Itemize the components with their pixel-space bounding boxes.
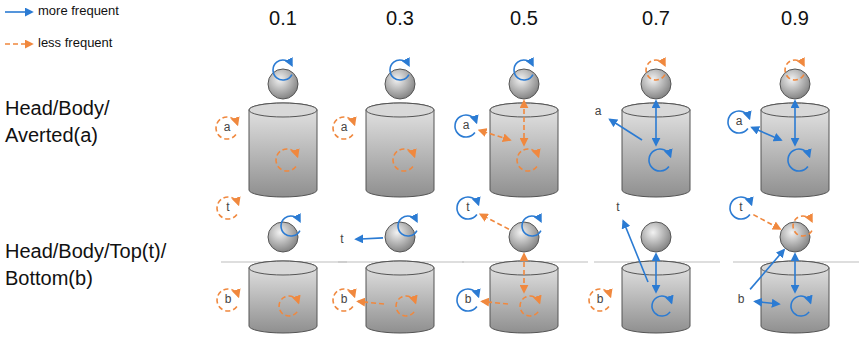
transition-arrow xyxy=(523,101,525,145)
transition-arrow xyxy=(523,254,525,292)
self-loop xyxy=(793,216,812,236)
head-circle xyxy=(641,69,671,99)
transitions xyxy=(216,60,812,316)
self-loop xyxy=(279,296,299,316)
head-circle xyxy=(385,69,415,99)
head-circle xyxy=(641,222,671,252)
head-circle xyxy=(780,222,810,252)
self-loop xyxy=(457,197,478,219)
column-value: 0.5 xyxy=(510,7,538,30)
self-loop xyxy=(791,296,811,316)
self-loop xyxy=(788,149,809,171)
self-loop xyxy=(333,117,354,139)
state-letter: a xyxy=(341,121,348,135)
legend-text: less frequent xyxy=(38,36,112,51)
body-cylinder xyxy=(249,103,317,197)
body-top xyxy=(366,261,434,275)
body-cylinder xyxy=(366,103,434,197)
transition-arrow xyxy=(755,301,779,304)
self-loop xyxy=(393,149,414,171)
head-circle xyxy=(385,222,415,252)
self-loop xyxy=(730,197,751,219)
self-loop xyxy=(217,289,238,311)
self-loop xyxy=(455,115,476,137)
self-loop xyxy=(652,296,672,316)
row-label: Head/Body/Top(t)/Bottom(b) xyxy=(5,238,175,292)
state-letter: b xyxy=(738,293,745,307)
body-cylinder xyxy=(249,261,317,333)
column-value: 0.3 xyxy=(386,7,414,30)
head-circle xyxy=(509,222,539,252)
legend-samples xyxy=(5,12,32,44)
transition-arrow xyxy=(356,238,383,239)
legend-sample xyxy=(5,11,32,13)
legend-sample xyxy=(5,43,32,45)
transition-arrow xyxy=(750,250,784,289)
transition-arrow xyxy=(753,215,780,229)
legend-text: more frequent xyxy=(38,4,119,19)
transition-arrow xyxy=(610,120,642,140)
state-letter: t xyxy=(739,201,742,215)
state-letter: b xyxy=(465,293,472,307)
body-top xyxy=(249,103,317,117)
self-loop xyxy=(520,296,540,316)
transition-arrow xyxy=(794,101,796,145)
head-circle xyxy=(780,69,810,99)
transition-arrow xyxy=(358,301,384,304)
state-letter: t xyxy=(466,201,469,215)
state-letter: t xyxy=(616,201,619,215)
state-letter: t xyxy=(340,233,343,247)
row-label: Head/Body/Averted(a) xyxy=(5,95,113,149)
self-loop xyxy=(522,216,541,236)
transition-arrow xyxy=(623,221,648,282)
self-loop xyxy=(281,216,300,236)
self-loop xyxy=(785,60,804,80)
state-letter: a xyxy=(736,115,743,129)
body-top xyxy=(249,261,317,275)
self-loop xyxy=(649,149,670,171)
column-value: 0.9 xyxy=(781,7,809,30)
self-loop xyxy=(273,60,292,80)
transition-arrow xyxy=(794,254,796,292)
column-value: 0.7 xyxy=(642,7,670,30)
self-loop xyxy=(396,296,416,316)
transition-arrow xyxy=(480,214,508,229)
body-top xyxy=(366,103,434,117)
figures xyxy=(221,69,859,333)
state-letter: a xyxy=(463,119,470,133)
self-loop xyxy=(276,149,297,171)
transition-arrow xyxy=(655,101,657,145)
state-letter: b xyxy=(341,293,348,307)
self-loop xyxy=(390,60,409,80)
transition-arrow xyxy=(482,301,508,304)
state-letter: b xyxy=(597,293,604,307)
self-loop xyxy=(589,289,610,311)
head-circle xyxy=(268,222,298,252)
self-loop xyxy=(216,117,237,139)
self-loop xyxy=(217,197,238,219)
state-letter: b xyxy=(225,293,232,307)
self-loop xyxy=(457,289,478,311)
transition-arrow xyxy=(752,128,781,140)
head-circle xyxy=(509,69,539,99)
self-loop xyxy=(333,289,354,311)
state-letter: t xyxy=(226,201,229,215)
self-loop xyxy=(398,216,417,236)
column-value: 0.1 xyxy=(269,7,297,30)
self-loop xyxy=(646,60,665,80)
state-letter: a xyxy=(224,121,231,135)
state-letter: a xyxy=(595,105,602,119)
self-loop xyxy=(514,60,533,80)
transition-arrow xyxy=(479,130,510,140)
body-cylinder xyxy=(366,261,434,333)
head-circle xyxy=(268,69,298,99)
self-loop xyxy=(728,111,749,133)
self-loop xyxy=(517,149,538,171)
transition-arrow xyxy=(655,254,657,292)
